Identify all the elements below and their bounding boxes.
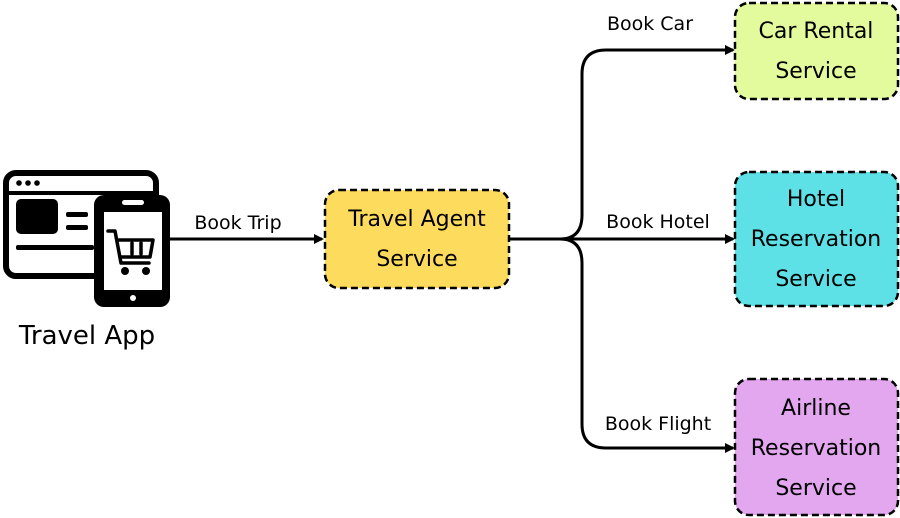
node-airline-line2: Reservation [751,436,882,461]
node-hotel-line1: Hotel [787,187,845,212]
arrow-book-flight [559,237,735,453]
node-travel-agent-service[interactable]: Travel Agent Service [323,188,511,290]
node-airline-reservation-service[interactable]: Airline Reservation Service [733,377,900,517]
node-hotel-line3: Service [775,267,856,292]
connectors [170,45,735,453]
shopping-app-icon [3,170,170,307]
node-hotel-line2: Reservation [751,227,882,252]
node-hotel-box [733,170,900,308]
cart-icon [106,229,155,265]
node-travel-agent-line2: Service [376,247,457,272]
node-car-rental-service[interactable]: Car Rental Service [733,1,900,101]
node-travel-agent-line1: Travel Agent [347,207,486,232]
node-travel-agent-box [323,188,511,290]
node-airline-line3: Service [775,476,856,501]
client-label: Travel App [18,321,155,351]
node-car-rental-line1: Car Rental [759,19,874,44]
edge-label-book-flight: Book Flight [605,413,711,435]
edge-label-book-hotel: Book Hotel [606,211,710,233]
node-hotel-reservation-service[interactable]: Hotel Reservation Service [733,170,900,308]
node-car-rental-line2: Service [775,59,856,84]
node-car-rental-box [733,1,900,101]
node-airline-box [733,377,900,517]
node-airline-line1: Airline [781,396,851,421]
edge-label-book-car: Book Car [607,13,693,35]
edge-label-book-trip: Book Trip [194,212,281,234]
arrow-book-car [559,45,735,241]
